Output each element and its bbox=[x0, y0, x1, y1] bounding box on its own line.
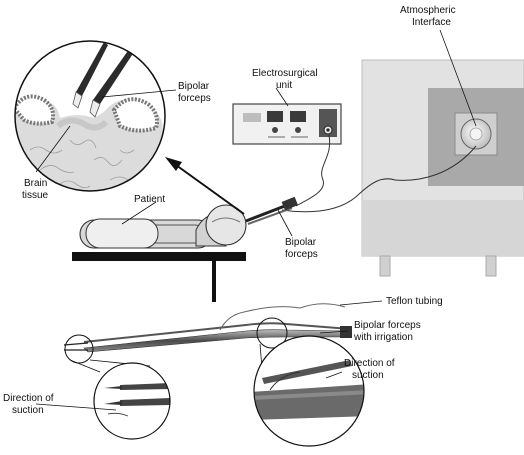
leader-lines bbox=[35, 29, 477, 411]
shaft-highlight-circle bbox=[256, 317, 288, 349]
label-bipolar-irrigation-line1: Bipolar forceps bbox=[354, 320, 421, 331]
label-teflon-tubing: Teflon tubing bbox=[386, 296, 443, 307]
patient-bed bbox=[72, 204, 247, 302]
label-atmospheric-interface-line1: Atmospheric bbox=[400, 5, 456, 16]
cables bbox=[281, 134, 477, 213]
label-bipolar-forceps-mid-line2: forceps bbox=[285, 249, 318, 260]
magnify-arrow bbox=[165, 157, 245, 215]
instrument-cabinet bbox=[361, 59, 524, 277]
magnified-brain-view bbox=[14, 40, 166, 192]
label-brain-tissue-line2: tissue bbox=[22, 190, 49, 201]
label-bipolar-forceps-mid-line1: Bipolar bbox=[285, 237, 317, 248]
magnified-tip-view bbox=[93, 362, 171, 440]
electrosurgical-unit bbox=[232, 103, 342, 145]
label-bipolar-forceps-top-line2: forceps bbox=[178, 93, 211, 104]
label-bipolar-forceps-top-line1: Bipolar bbox=[178, 81, 210, 92]
label-direction-suction-left-line2: suction bbox=[12, 405, 44, 416]
label-bipolar-irrigation-line2: with irrigation bbox=[353, 332, 413, 343]
label-direction-suction-left-line1: Direction of bbox=[3, 393, 54, 404]
label-brain-tissue-line1: Brain bbox=[24, 178, 47, 189]
atmospheric-interface-disc bbox=[460, 118, 492, 150]
bipolar-forceps-with-irrigation bbox=[63, 303, 352, 353]
label-direction-suction-right-line2: suction bbox=[352, 370, 384, 381]
label-direction-suction-right-line1: Direction of bbox=[344, 358, 395, 369]
label-electrosurgical-unit-line2: unit bbox=[276, 80, 292, 91]
magnified-irrigation-view bbox=[253, 335, 365, 447]
label-electrosurgical-unit-line1: Electrosurgical bbox=[252, 68, 318, 79]
bipolar-forceps-on-patient bbox=[245, 196, 298, 225]
tip-highlight-circle bbox=[64, 334, 94, 364]
label-atmospheric-interface-line2: Interface bbox=[412, 17, 451, 28]
labels: Atmospheric Interface Electrosurgical un… bbox=[3, 5, 456, 416]
label-patient: Patient bbox=[134, 194, 165, 205]
